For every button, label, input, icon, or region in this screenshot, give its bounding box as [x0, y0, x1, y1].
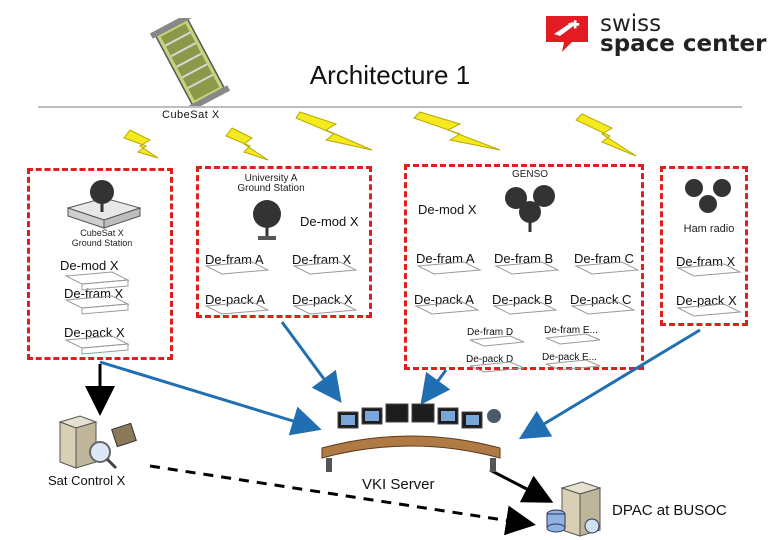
box3-demod: De-mod X [418, 202, 477, 217]
box4-defram: De-fram X [676, 254, 736, 269]
arrow-box2-to-vki [280, 321, 342, 403]
box3-depack-e: De-pack E... [542, 352, 598, 363]
dish-antenna-icon [250, 198, 284, 242]
lightning-bolt-icon [413, 111, 501, 151]
arrow-box1-to-vki [99, 360, 322, 436]
ground-station-hardware-icon [64, 178, 144, 234]
cubesat-icon [150, 18, 230, 106]
dpac-label: DPAC at BUSOC [612, 502, 727, 519]
university-ground-station-box [196, 166, 372, 318]
box1-demod: De-mod X [60, 258, 119, 273]
arrow-vki-to-dpac [489, 468, 554, 503]
cubesat-gs-label-1: CubeSat X [80, 228, 124, 238]
ham-radio-label: Ham radio [683, 223, 735, 235]
university-label: University A Ground Station [226, 174, 316, 194]
university-label-1: University A [244, 173, 298, 184]
lightning-bolt-icon [295, 111, 373, 151]
vki-control-room-icon [316, 398, 506, 474]
genso-antenna-group-icon [498, 182, 564, 234]
sat-control-server-icon [54, 412, 144, 472]
lightning-bolt-icon [225, 127, 269, 161]
box1-defram: De-fram X [64, 286, 124, 301]
lightning-bolt-icon [575, 113, 637, 157]
box2-defram-a: De-fram A [205, 252, 264, 267]
arrow-box4-to-vki [518, 328, 701, 440]
box3-defram-e: De-fram E... [544, 325, 598, 336]
sat-control-label: Sat Control X [48, 473, 126, 488]
arrow-box3-to-vki [420, 369, 451, 405]
ham-radio-antennas-icon [680, 176, 740, 220]
cubesat-gs-label-2: Ground Station [71, 238, 133, 248]
cubesat-label: CubeSat X [162, 109, 220, 121]
cubesat-ground-station-box [27, 168, 173, 360]
box3-depack-c: De-pack C [570, 292, 632, 307]
box2-defram-x: De-fram X [292, 252, 352, 267]
cubesat-gs-label: CubeSat X Ground Station [62, 228, 142, 248]
lightning-bolt-icon [123, 129, 159, 159]
ham-radio-box [660, 166, 748, 326]
header-divider [38, 106, 742, 108]
page-title: Architecture 1 [309, 60, 471, 90]
box3-defram-d: De-fram D [467, 327, 514, 338]
vki-server-label: VKI Server [362, 476, 435, 493]
university-label-2: Ground Station [237, 183, 305, 194]
box2-demod: De-mod X [300, 214, 359, 229]
box3-depack-a: De-pack A [414, 292, 474, 307]
box3-depack-d: De-pack D [466, 354, 514, 365]
box2-depack-a: De-pack A [205, 292, 265, 307]
arrow-sat-control-to-dpac-dashed [149, 464, 536, 536]
logo-line-2: space center [600, 31, 767, 57]
logo-wordmark: swiss space center [600, 11, 767, 57]
swiss-space-center-logo-icon [542, 12, 592, 54]
box3-depack-b: De-pack B [492, 292, 553, 307]
logo-line-1: swiss [600, 11, 662, 37]
genso-label: GENSO [511, 169, 549, 180]
dpac-server-icon [540, 480, 610, 538]
box2-depack-x: De-pack X [292, 292, 353, 307]
